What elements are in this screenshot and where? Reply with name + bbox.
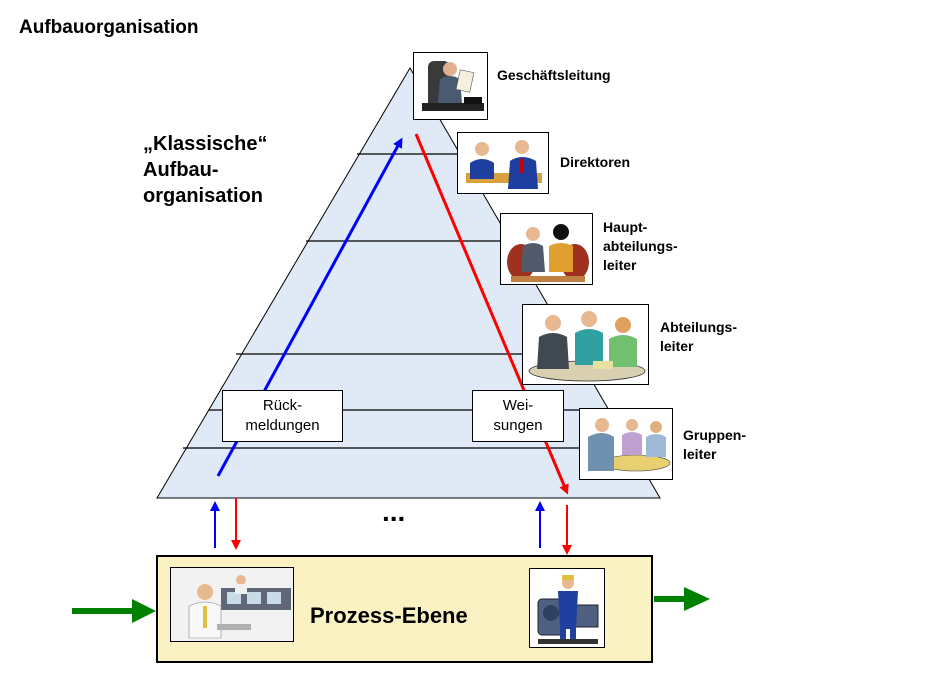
feedback-label-box: Rück- meldungen: [222, 390, 343, 442]
more-levels-ellipsis: ...: [382, 496, 406, 527]
page-title: Aufbauorganisation: [19, 17, 199, 38]
two-people-meeting-icon: [457, 132, 549, 194]
level-label-4: Abteilungs- leiter: [660, 319, 737, 354]
input-flow-arrow: [72, 599, 156, 623]
output-flow-arrow: [654, 587, 710, 611]
subtitle-line: organisation: [143, 185, 264, 207]
subtitle-line: „Klassische“: [143, 133, 268, 155]
instructions-label-box: Wei- sungen: [472, 390, 564, 442]
office-workers-icon: [170, 567, 294, 642]
process-level-label: Prozess-Ebene: [310, 603, 468, 628]
two-people-talking-icon: [500, 213, 593, 285]
subtitle-line: Aufbau-: [143, 159, 219, 181]
group-at-table-icon: [579, 408, 673, 480]
level-label-5: Gruppen- leiter: [683, 427, 746, 462]
manager-at-desk-icon: [413, 52, 488, 120]
pyramid-subtitle: „Klassische“ Aufbau- organisation: [143, 131, 268, 209]
machine-operator-icon: [529, 568, 605, 648]
three-people-discussion-icon: [522, 304, 649, 385]
level-label-1: Geschäftsleitung: [497, 67, 611, 83]
level-label-2: Direktoren: [560, 154, 631, 170]
level-label-3: Haupt- abteilungs- leiter: [603, 219, 678, 273]
